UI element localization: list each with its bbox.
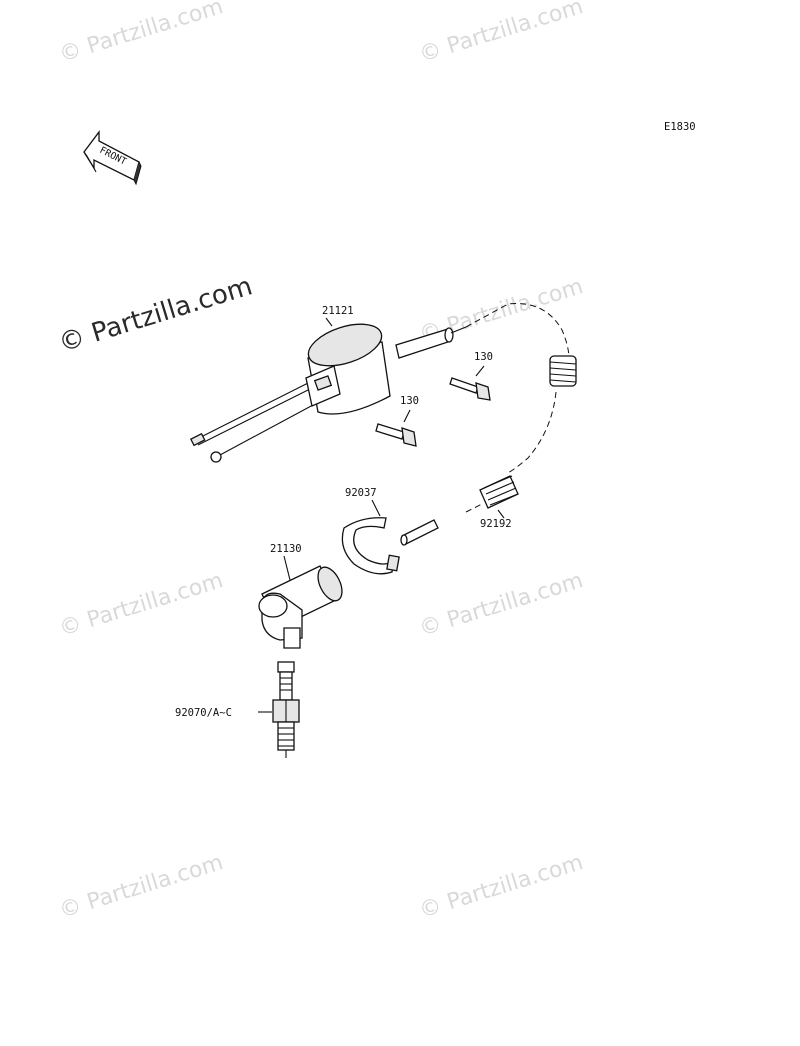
- lead-wire-path: [465, 303, 570, 381]
- callout-92037: 92037: [345, 487, 377, 499]
- callout-21121: 21121: [322, 305, 354, 317]
- watermark-strong: © Partzilla.com: [55, 271, 256, 358]
- bolt-upper: [449, 365, 491, 401]
- watermark-layer: © Partzilla.com © Partzilla.com © Partzi…: [55, 0, 586, 924]
- callout-92192: 92192: [480, 518, 512, 530]
- callout-130-lower: 130: [400, 395, 419, 407]
- front-arrow-icon: FRONT: [83, 130, 142, 186]
- watermark: © Partzilla.com: [416, 850, 586, 924]
- clamp: [341, 499, 400, 575]
- terminal-spring-upper: [549, 355, 577, 387]
- spring-cap: [479, 475, 519, 519]
- watermark: © Partzilla.com: [416, 0, 586, 68]
- watermark: © Partzilla.com: [416, 568, 586, 642]
- callout-21130: 21130: [270, 543, 302, 555]
- callout-130-upper: 130: [474, 351, 493, 363]
- pin: [400, 519, 439, 546]
- watermark: © Partzilla.com: [56, 850, 226, 924]
- ignition-coil: [189, 317, 467, 463]
- watermark: © Partzilla.com: [56, 568, 226, 642]
- callout-92070: 92070/A~C: [175, 707, 232, 719]
- diagram-code: E1830: [664, 121, 696, 133]
- bolt-lower: [375, 409, 417, 447]
- watermark: © Partzilla.com: [56, 0, 226, 68]
- spark-plug: [258, 661, 300, 758]
- plug-cap: [258, 555, 343, 649]
